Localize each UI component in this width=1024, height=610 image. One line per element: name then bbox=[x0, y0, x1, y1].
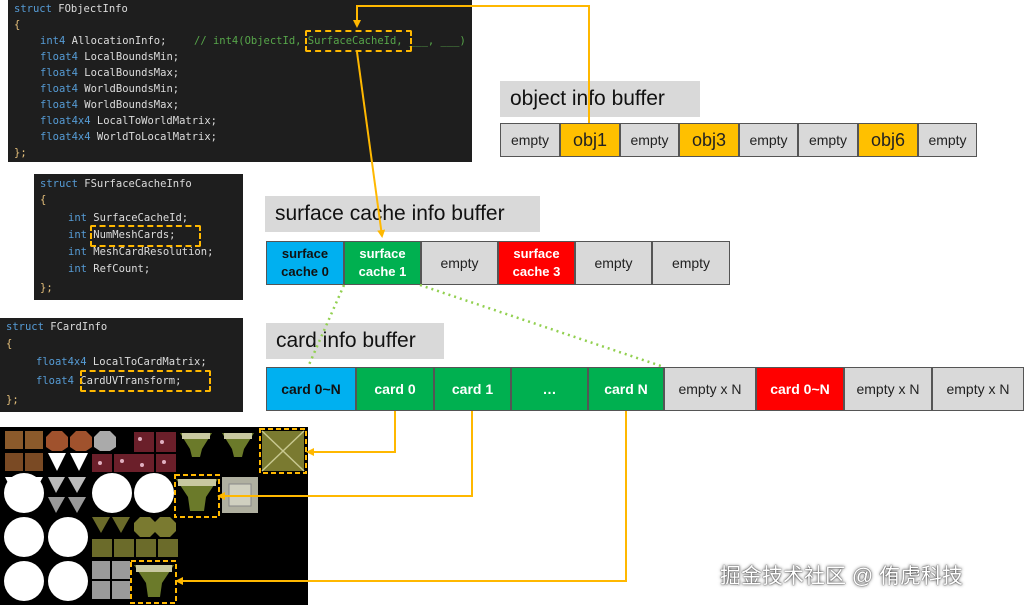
code-line: float4 WorldBoundsMax; bbox=[40, 99, 180, 111]
code-line: int RefCount; bbox=[68, 263, 151, 275]
object-info-buffer-cell: empty bbox=[620, 123, 679, 157]
atlas-graphic bbox=[4, 428, 307, 604]
code-line: int NumMeshCards; bbox=[68, 229, 176, 241]
code-line: float4 CardUVTransform; bbox=[36, 375, 182, 387]
card-atlas-texture bbox=[0, 427, 308, 605]
card-info-buffer-cell: card 0~N bbox=[756, 367, 844, 411]
card-info-buffer-cell: … bbox=[511, 367, 588, 411]
code-brace: { bbox=[40, 194, 47, 206]
num-mesh-cards-highlight bbox=[90, 225, 201, 247]
card-info-buffer-cell: empty x N bbox=[932, 367, 1024, 411]
card-info-buffer-title: card info buffer bbox=[266, 323, 444, 359]
code-line: float4 WorldBoundsMin; bbox=[40, 83, 180, 95]
card-info-code-panel: struct FCardInfo { float4x4 LocalToCardM… bbox=[0, 318, 243, 412]
code-brace: }; bbox=[14, 147, 27, 159]
code-line: int SurfaceCacheId; bbox=[68, 212, 189, 224]
code-line: struct FSurfaceCacheInfo bbox=[40, 178, 192, 190]
code-line: struct FObjectInfo bbox=[14, 3, 128, 15]
watermark: 掘金技术社区 @ 侑虎科技 bbox=[720, 565, 963, 588]
object-info-buffer-cell: obj3 bbox=[679, 123, 739, 157]
surface-cache-info-buffer-cell: empty bbox=[421, 241, 498, 285]
object-info-code-panel: struct FObjectInfo { int4 AllocationInfo… bbox=[8, 0, 472, 162]
code-line: float4 LocalBoundsMax; bbox=[40, 67, 180, 79]
code-line: float4x4 LocalToWorldMatrix; bbox=[40, 115, 218, 127]
code-line: float4x4 LocalToCardMatrix; bbox=[36, 356, 207, 368]
code-line: int MeshCardResolution; bbox=[68, 246, 214, 258]
surface-cache-info-buffer-cell: empty bbox=[575, 241, 652, 285]
code-line: int4 AllocationInfo; bbox=[40, 35, 167, 47]
surface-cache-id-highlight bbox=[305, 30, 412, 52]
surface-cache-info-buffer-cell: empty bbox=[652, 241, 730, 285]
code-brace: }; bbox=[6, 394, 19, 406]
object-info-buffer-cell: empty bbox=[798, 123, 858, 157]
object-info-buffer-cell: obj1 bbox=[560, 123, 620, 157]
card-info-buffer-cell: card N bbox=[588, 367, 664, 411]
code-line: float4 LocalBoundsMin; bbox=[40, 51, 180, 63]
surface-cache-info-buffer-title: surface cache info buffer bbox=[265, 196, 540, 232]
object-info-buffer-title: object info buffer bbox=[500, 81, 700, 117]
card-info-buffer-cell: card 1 bbox=[434, 367, 511, 411]
surface-cache-info-buffer-cell: surface cache 1 bbox=[344, 241, 421, 285]
code-brace: { bbox=[14, 19, 21, 31]
card-info-buffer-cell: empty x N bbox=[844, 367, 932, 411]
code-line: float4x4 WorldToLocalMatrix; bbox=[40, 131, 218, 143]
surface-cache-info-buffer-cell: surface cache 0 bbox=[266, 241, 344, 285]
surface-cache-info-buffer-cell: surface cache 3 bbox=[498, 241, 575, 285]
card-0-to-atlas-arrow bbox=[306, 411, 396, 456]
card-info-buffer-cell: empty x N bbox=[664, 367, 756, 411]
object-info-buffer-cell: obj6 bbox=[858, 123, 918, 157]
object-info-buffer-cell: empty bbox=[918, 123, 977, 157]
card-uv-transform-highlight bbox=[80, 370, 211, 392]
code-brace: }; bbox=[40, 282, 53, 294]
object-info-buffer-cell: empty bbox=[500, 123, 560, 157]
surface-cache-1-card-range-right-link bbox=[419, 283, 665, 369]
card-info-buffer-cell: card 0~N bbox=[266, 367, 356, 411]
code-brace: { bbox=[6, 338, 13, 350]
card-info-buffer-cell: card 0 bbox=[356, 367, 434, 411]
surface-cache-info-code-panel: struct FSurfaceCacheInfo { int SurfaceCa… bbox=[34, 174, 243, 300]
code-line: struct FCardInfo bbox=[6, 321, 108, 333]
object-info-buffer-cell: empty bbox=[739, 123, 798, 157]
